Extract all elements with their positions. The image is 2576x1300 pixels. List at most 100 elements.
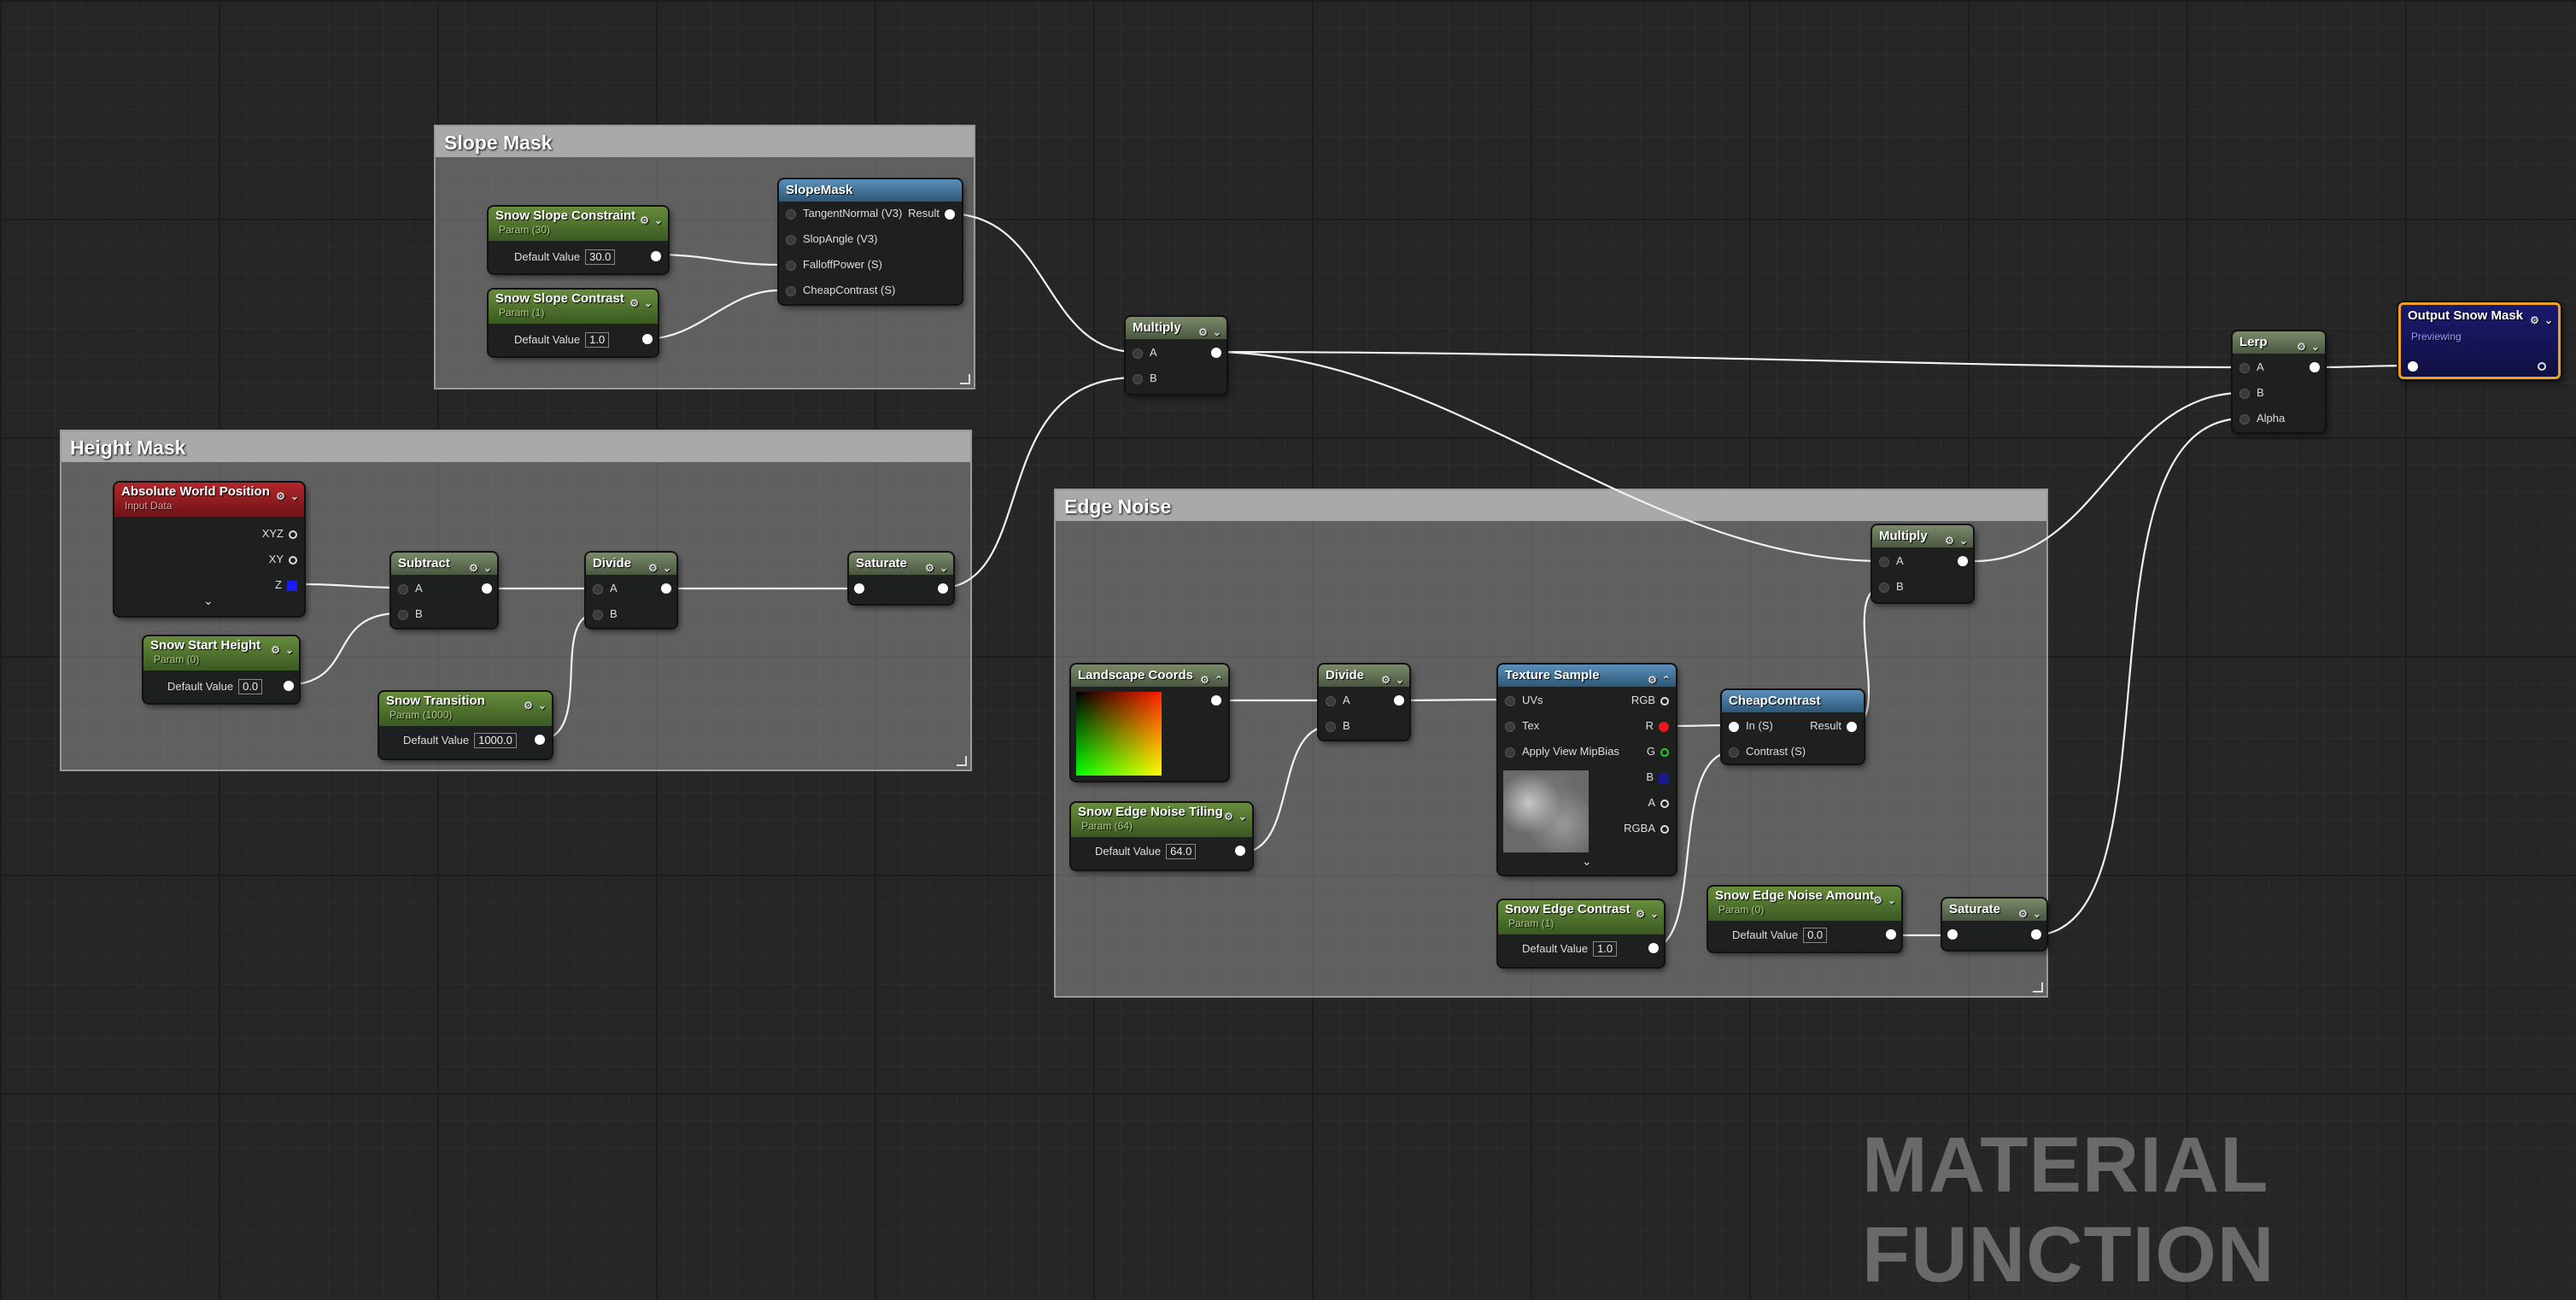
output-pin[interactable]	[2538, 362, 2546, 371]
rgb-output-pin[interactable]: RGB	[1631, 694, 1669, 707]
result-output-pin[interactable]: Result	[908, 207, 955, 220]
slopemask-function-node[interactable]: SlopeMask TangentNormal (V3) SlopAngle (…	[779, 179, 962, 304]
cheapcontrast-function-node[interactable]: CheapContrast In (S) Contrast (S) Result	[1722, 690, 1864, 764]
xyz-output-pin[interactable]: XYZ	[262, 527, 297, 541]
default-value-field[interactable]: 30.0	[585, 249, 616, 265]
contrast-input-pin[interactable]: Contrast (S)	[1729, 745, 1806, 758]
chevron-down-icon[interactable]: ⌄	[662, 562, 671, 574]
output-pin[interactable]	[482, 583, 492, 594]
input-pin-b[interactable]: B	[1133, 372, 1157, 385]
chevron-up-icon[interactable]: ⌃	[1214, 674, 1223, 686]
in-input-pin[interactable]: In (S)	[1729, 719, 1773, 733]
output-pin[interactable]	[284, 681, 294, 691]
chevron-down-icon[interactable]: ⌄	[1238, 811, 1247, 823]
chevron-down-icon[interactable]: ⌄	[290, 490, 299, 502]
gear-icon[interactable]: ⚙	[1648, 674, 1657, 686]
input-pin[interactable]	[1947, 929, 1958, 940]
default-value-field[interactable]: 0.0	[238, 679, 263, 694]
resize-handle[interactable]	[957, 756, 967, 766]
input-pin-a[interactable]: A	[1879, 554, 1904, 568]
output-pin[interactable]	[1235, 846, 1245, 856]
output-pin[interactable]	[1648, 943, 1659, 953]
slope-angle-pin[interactable]: SlopAngle (V3)	[786, 232, 877, 246]
result-output-pin[interactable]: Result	[1810, 719, 1857, 733]
expand-chevron-icon[interactable]: ⌄	[203, 594, 214, 607]
output-pin[interactable]	[651, 251, 661, 261]
chevron-down-icon[interactable]: ⌄	[2544, 314, 2553, 326]
rgba-output-pin[interactable]: RGBA	[1624, 822, 1669, 835]
output-pin[interactable]	[1394, 695, 1404, 706]
gear-icon[interactable]: ⚙	[2530, 314, 2539, 326]
output-pin[interactable]	[642, 334, 653, 344]
gear-icon[interactable]: ⚙	[524, 700, 533, 711]
input-pin-a[interactable]: A	[398, 582, 423, 595]
output-pin[interactable]	[2031, 929, 2041, 940]
gear-icon[interactable]: ⚙	[648, 562, 658, 574]
xy-output-pin[interactable]: XY	[269, 553, 297, 566]
default-value-field[interactable]: 64.0	[1166, 844, 1197, 859]
gear-icon[interactable]: ⚙	[1636, 908, 1645, 920]
input-pin-b[interactable]: B	[2239, 386, 2264, 400]
chevron-down-icon[interactable]: ⌄	[939, 562, 948, 574]
multiply-node[interactable]: Multiply⚙⌄ A B	[1872, 525, 1973, 602]
gear-icon[interactable]: ⚙	[640, 214, 649, 226]
output-pin[interactable]	[2310, 362, 2320, 372]
input-pin-a[interactable]: A	[2239, 360, 2264, 374]
chevron-down-icon[interactable]: ⌄	[1887, 894, 1896, 906]
gear-icon[interactable]: ⚙	[2297, 341, 2306, 353]
gear-icon[interactable]: ⚙	[925, 562, 934, 574]
input-pin-a[interactable]: A	[1133, 346, 1157, 360]
chevron-down-icon[interactable]: ⌄	[483, 562, 492, 574]
landscape-coords-node[interactable]: Landscape Coords⚙⌃	[1071, 665, 1228, 781]
tex-input-pin[interactable]: Tex	[1505, 719, 1539, 733]
input-pin[interactable]	[854, 583, 864, 594]
input-pin-b[interactable]: B	[398, 607, 423, 621]
apply-view-mipbias-pin[interactable]: Apply View MipBias	[1505, 745, 1619, 758]
texture-sample-node[interactable]: Texture Sample⚙⌃ UVs Tex Apply View MipB…	[1498, 665, 1676, 875]
expand-chevron-icon[interactable]: ⌄	[1582, 854, 1592, 868]
b-output-pin[interactable]: B	[1646, 770, 1669, 784]
saturate-node[interactable]: Saturate⚙⌄	[1942, 899, 2046, 950]
multiply-node[interactable]: Multiply⚙⌄ A B	[1126, 317, 1227, 394]
chevron-down-icon[interactable]: ⌄	[2310, 341, 2320, 353]
gear-icon[interactable]: ⚙	[271, 644, 280, 656]
resize-handle[interactable]	[960, 374, 970, 384]
output-pin[interactable]	[1886, 929, 1896, 940]
divide-node[interactable]: Divide⚙⌄ A B	[1319, 665, 1409, 740]
gear-icon[interactable]: ⚙	[2018, 908, 2028, 920]
gear-icon[interactable]: ⚙	[1224, 811, 1233, 823]
gear-icon[interactable]: ⚙	[1198, 326, 1208, 338]
gear-icon[interactable]: ⚙	[469, 562, 478, 574]
chevron-down-icon[interactable]: ⌄	[653, 214, 663, 226]
input-pin[interactable]	[2408, 361, 2418, 372]
a-output-pin[interactable]: A	[1648, 796, 1669, 810]
z-output-pin[interactable]: Z	[275, 578, 297, 592]
gear-icon[interactable]: ⚙	[629, 297, 639, 309]
gear-icon[interactable]: ⚙	[1873, 894, 1882, 906]
gear-icon[interactable]: ⚙	[1381, 674, 1390, 686]
default-value-field[interactable]: 0.0	[1803, 928, 1828, 943]
divide-node[interactable]: Divide⚙⌄ A B	[586, 553, 676, 628]
gear-icon[interactable]: ⚙	[1945, 535, 1954, 547]
saturate-node[interactable]: Saturate⚙⌄	[849, 553, 953, 604]
input-pin-a[interactable]: A	[1326, 694, 1350, 707]
chevron-down-icon[interactable]: ⌄	[1649, 908, 1659, 920]
chevron-down-icon[interactable]: ⌄	[1212, 326, 1221, 338]
cheap-contrast-pin[interactable]: CheapContrast (S)	[786, 284, 895, 297]
default-value-field[interactable]: 1.0	[585, 332, 610, 348]
chevron-up-icon[interactable]: ⌃	[1661, 674, 1671, 686]
output-pin[interactable]	[1211, 348, 1221, 358]
resize-handle[interactable]	[2033, 982, 2043, 993]
output-pin[interactable]	[1958, 556, 1968, 566]
falloff-power-pin[interactable]: FalloffPower (S)	[786, 258, 882, 272]
input-pin-b[interactable]: B	[1879, 580, 1904, 594]
lerp-node[interactable]: Lerp⚙⌄ A B Alpha	[2233, 331, 2325, 432]
